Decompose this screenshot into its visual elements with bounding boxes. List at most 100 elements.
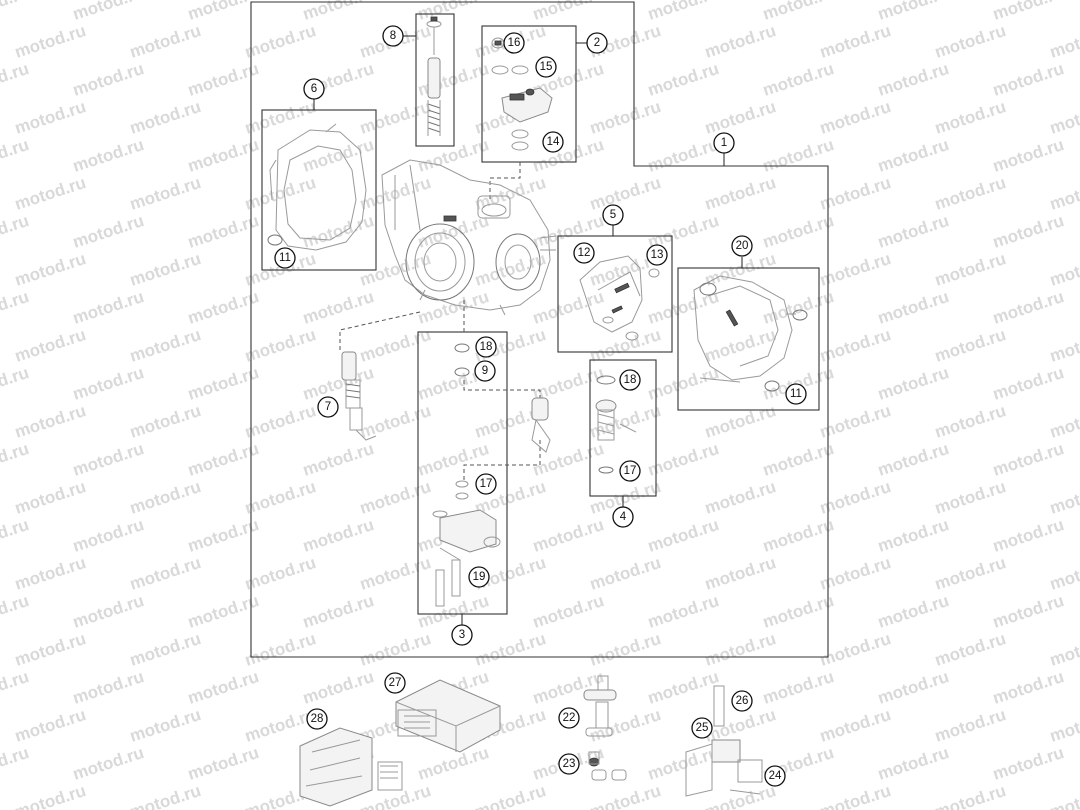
- watermark-text: motod.ru: [242, 325, 318, 366]
- callout-12-label: 12: [578, 247, 591, 259]
- watermark-text: motod.ru: [645, 287, 721, 328]
- watermark-text: motod.ru: [1047, 477, 1080, 518]
- callout-12: 12: [573, 242, 595, 264]
- watermark-text: motod.ru: [300, 135, 376, 176]
- watermark-text: motod.ru: [70, 211, 146, 252]
- watermark-text: motod.ru: [12, 477, 88, 518]
- watermark-text: motod.ru: [530, 439, 606, 480]
- watermark-text: motod.ru: [70, 363, 146, 404]
- part-screw-23: [588, 751, 627, 781]
- watermark-text: motod.ru: [702, 97, 778, 138]
- watermark-text: motod.ru: [185, 591, 261, 632]
- watermark-text: motod.ru: [415, 59, 491, 100]
- part-cover-group-6: [267, 123, 367, 251]
- watermark-text: motod.ru: [1047, 21, 1080, 62]
- watermark-text: motod.ru: [300, 363, 376, 404]
- watermark-text: motod.ru: [760, 515, 836, 556]
- watermark-text: motod.ru: [932, 21, 1008, 62]
- watermark-text: motod.ru: [300, 667, 376, 708]
- watermark-text: motod.ru: [127, 249, 203, 290]
- watermark-text: motod.ru: [645, 591, 721, 632]
- callout-11-b-label: 11: [790, 388, 802, 400]
- part-cover-group-20: [693, 275, 808, 392]
- frame-group-8: [415, 13, 455, 147]
- watermark-text: motod.ru: [70, 287, 146, 328]
- frame-group-6: [261, 109, 377, 271]
- watermark-text: motod.ru: [932, 401, 1008, 442]
- callout-7-label: 7: [325, 401, 331, 413]
- watermark-text: motod.ru: [1047, 781, 1080, 810]
- watermark-text: motod.ru: [0, 439, 31, 480]
- part-valve-group-3: [432, 343, 501, 607]
- watermark-text: motod.ru: [357, 325, 433, 366]
- watermark-text: motod.ru: [875, 515, 951, 556]
- callout-20-label: 20: [736, 240, 749, 252]
- callout-2-label: 2: [594, 37, 600, 49]
- callout-25-label: 25: [696, 722, 709, 734]
- watermark-text: motod.ru: [990, 211, 1066, 252]
- callout-6-label: 6: [311, 83, 317, 95]
- watermark-text: motod.ru: [300, 439, 376, 480]
- watermark-text: motod.ru: [1047, 249, 1080, 290]
- watermark-text: motod.ru: [12, 705, 88, 746]
- watermark-text: motod.ru: [645, 363, 721, 404]
- part-sensor-group-2: [491, 37, 553, 151]
- watermark-text: motod.ru: [242, 477, 318, 518]
- watermark-text: motod.ru: [817, 325, 893, 366]
- watermark-text: motod.ru: [587, 553, 663, 594]
- part-bolt-22: [583, 675, 617, 737]
- watermark-text: motod.ru: [817, 401, 893, 442]
- main-assembly-frame: [250, 1, 829, 658]
- watermark-text: motod.ru: [12, 325, 88, 366]
- watermark-text: motod.ru: [817, 553, 893, 594]
- watermark-text: motod.ru: [990, 667, 1066, 708]
- callout-5-label: 5: [610, 209, 616, 221]
- callout-16-label: 16: [508, 37, 521, 49]
- part-valve-group-4: [595, 375, 637, 474]
- watermark-text: motod.ru: [242, 401, 318, 442]
- watermark-text: motod.ru: [530, 667, 606, 708]
- part-bracket-24-26: [685, 685, 763, 797]
- watermark-text: motod.ru: [990, 515, 1066, 556]
- watermark-text: motod.ru: [817, 705, 893, 746]
- watermark-text: motod.ru: [12, 553, 88, 594]
- watermark-text: motod.ru: [1047, 173, 1080, 214]
- part-screw-assembly: [426, 16, 442, 136]
- watermark-text: motod.ru: [1047, 705, 1080, 746]
- watermark-text: motod.ru: [932, 477, 1008, 518]
- callout-18-b-label: 18: [624, 374, 637, 386]
- watermark-text: motod.ru: [242, 705, 318, 746]
- watermark-text: motod.ru: [932, 705, 1008, 746]
- watermark-text: motod.ru: [415, 135, 491, 176]
- callout-9-label: 9: [482, 365, 488, 377]
- watermark-text: motod.ru: [530, 135, 606, 176]
- watermark-text: motod.ru: [702, 325, 778, 366]
- watermark-text: motod.ru: [932, 629, 1008, 670]
- watermark-text: motod.ru: [300, 515, 376, 556]
- callout-4-label: 4: [620, 511, 627, 523]
- watermark-text: motod.ru: [990, 591, 1066, 632]
- watermark-text: motod.ru: [702, 173, 778, 214]
- callout-9: 9: [474, 360, 496, 382]
- watermark-text: motod.ru: [242, 629, 318, 670]
- callout-27: 27: [384, 672, 406, 694]
- watermark-text: motod.ru: [185, 135, 261, 176]
- watermark-text: motod.ru: [645, 515, 721, 556]
- part-ecu-28: [299, 727, 403, 807]
- callout-22-label: 22: [563, 712, 576, 724]
- watermark-text: motod.ru: [357, 629, 433, 670]
- watermark-text: motod.ru: [185, 515, 261, 556]
- watermark-text: motod.ru: [70, 439, 146, 480]
- callout-19: 19: [468, 566, 490, 588]
- callout-28-label: 28: [311, 713, 324, 725]
- callout-17-b-label: 17: [624, 465, 637, 477]
- watermark-text: motod.ru: [127, 401, 203, 442]
- watermark-text: motod.ru: [357, 553, 433, 594]
- callout-2: 2: [586, 32, 608, 54]
- watermark-text: motod.ru: [300, 287, 376, 328]
- watermark-text: motod.ru: [1047, 629, 1080, 670]
- watermark-text: motod.ru: [12, 97, 88, 138]
- watermark-text: motod.ru: [127, 629, 203, 670]
- watermark-text: motod.ru: [702, 401, 778, 442]
- watermark-text: motod.ru: [0, 59, 31, 100]
